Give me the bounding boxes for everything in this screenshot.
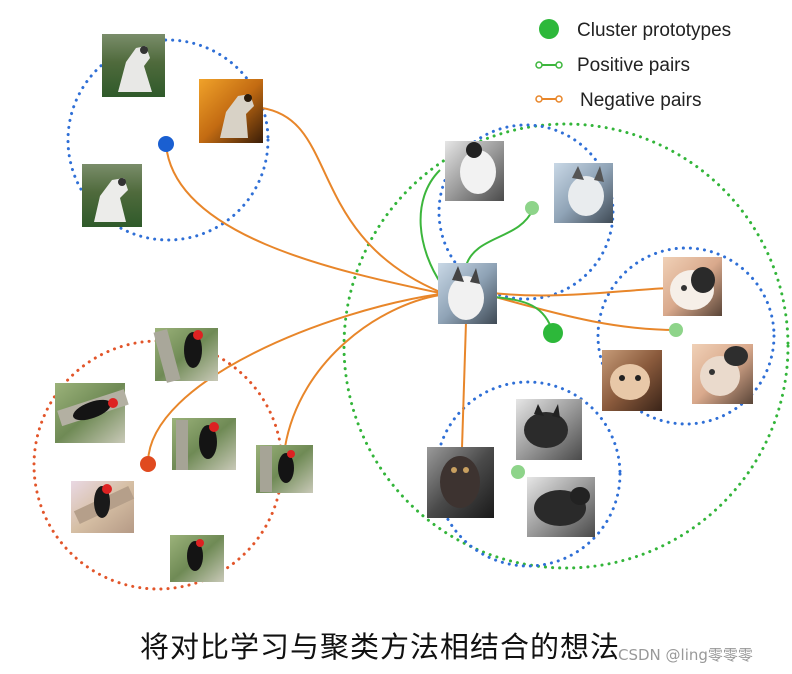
cluster-prototype-legend-label: Cluster prototypes (577, 20, 731, 41)
watermark: CSDN @ling零零零 (618, 646, 753, 664)
dog-photo (199, 79, 263, 143)
dog-photo (82, 164, 142, 227)
negative-link (261, 107, 441, 293)
cat-cluster-outer-boundary (342, 122, 790, 570)
dog-cluster-prototype-dot (158, 136, 174, 152)
cat-photo (427, 447, 494, 518)
negative-link (491, 287, 671, 297)
negative-pair-legend-label: Negative pairs (580, 90, 701, 111)
cat-photo (692, 344, 753, 404)
cat-photo (554, 163, 613, 223)
positive-pair-legend-marker (535, 61, 563, 69)
woodpecker-cluster-prototype-dot (140, 456, 156, 472)
cat-photo (602, 350, 662, 411)
woodpecker-photo (172, 418, 236, 470)
negative-link (147, 293, 441, 463)
legend: Cluster prototypes Positive pairs Negati… (535, 19, 731, 111)
positive-pair-endpoint (511, 465, 525, 479)
woodpecker-photo (71, 481, 135, 533)
woodpecker-photo (55, 383, 129, 443)
cat-photo (445, 141, 504, 201)
cat-subcluster-bottom-boundary (434, 380, 622, 568)
woodpecker-photo (256, 445, 313, 493)
dog-cluster-boundary (66, 38, 270, 242)
negative-link (284, 294, 441, 448)
cat-photo (527, 477, 595, 537)
positive-link (465, 208, 534, 267)
positive-pair-legend-label: Positive pairs (577, 55, 690, 76)
negative-pair-links (147, 107, 677, 463)
negative-link (491, 295, 677, 331)
negative-link (461, 321, 467, 449)
figure-caption: 将对比学习与聚类方法相结合的想法 (139, 630, 620, 664)
positive-link (493, 296, 554, 334)
cat-photo (663, 257, 722, 316)
cat-photo (516, 399, 582, 460)
cat-subcluster-right-boundary (596, 246, 776, 426)
negative-pair-legend-marker (535, 95, 563, 103)
positive-pair-endpoint (525, 201, 539, 215)
cat-cluster-prototype (543, 323, 563, 343)
woodpecker-photo (153, 328, 218, 383)
cluster-prototype-legend-marker (539, 19, 559, 39)
positive-link (419, 169, 443, 286)
woodpecker-photo (170, 535, 224, 582)
dog-photo (102, 34, 165, 97)
negative-link (165, 144, 441, 294)
anchor-cat-photo (438, 263, 497, 324)
positive-pair-endpoint (669, 323, 683, 337)
